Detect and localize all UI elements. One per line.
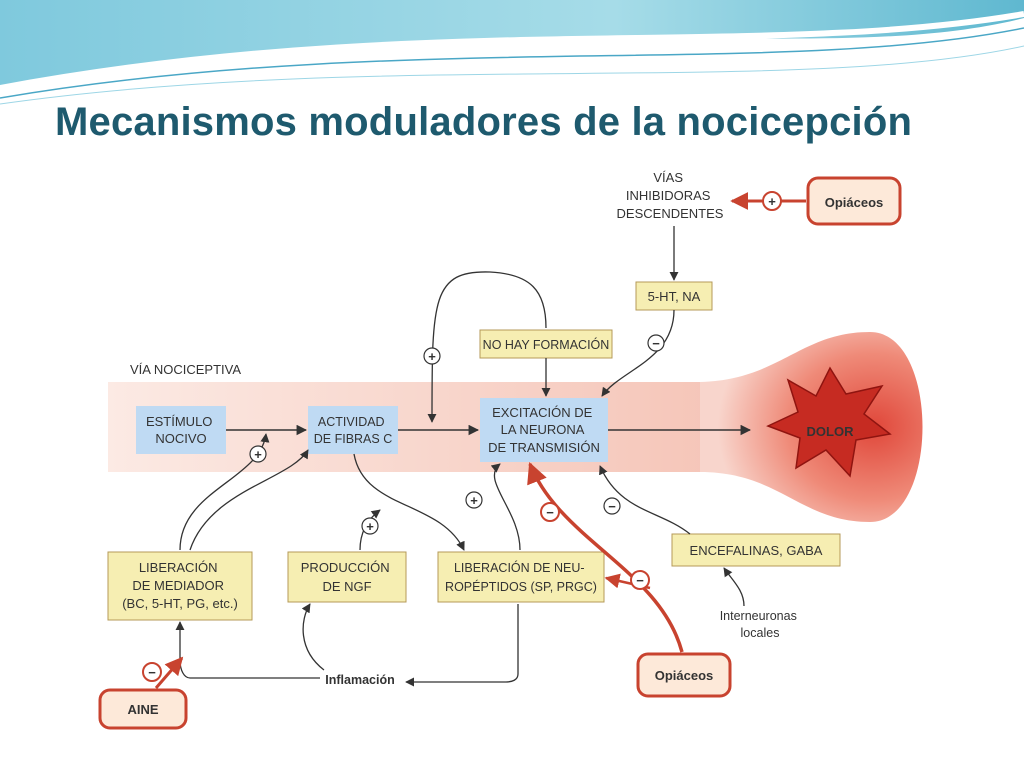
fibers-to-neuropeptides-arrow: [353, 453, 465, 551]
minus-sign-opioids-neuropeptides: −: [630, 570, 650, 590]
nociception-diagram: VÍA NOCICEPTIVA DOLOR ESTÍMULO NOCIVO AC…: [98, 170, 923, 730]
inflammation-label: Inflamación: [325, 673, 394, 687]
svg-text:+: +: [254, 447, 262, 462]
svg-text:+: +: [366, 519, 374, 534]
opioids-bottom-box: [636, 652, 732, 698]
c-fiber-activity-box: [308, 406, 398, 454]
minus-sign-enkephalins: −: [603, 497, 621, 515]
plus-sign-ngf: +: [361, 517, 379, 535]
neuropeptide-release-box: [437, 551, 605, 603]
svg-text:+: +: [428, 349, 436, 364]
svg-text:−: −: [148, 665, 156, 680]
c-fiber-activity-label: ACTIVIDAD DE FIBRAS C: [314, 415, 393, 446]
nsaid-arrow: [154, 656, 184, 689]
mediator-release-label: LIBERACIÓN DE MEDIADOR (BC, 5-HT, PG, et…: [122, 560, 238, 611]
plus-sign-opioids-top: +: [762, 191, 782, 211]
noxious-stimulus-label: ESTÍMULO NOCIVO: [146, 414, 216, 446]
local-interneurons-label: Interneuronas locales: [720, 609, 801, 640]
opioids-to-neuron-arrow: [527, 462, 684, 653]
plus-sign-mediator: +: [249, 445, 267, 463]
svg-text:−: −: [652, 336, 660, 351]
neuropeptide-release-label: LIBERACIÓN DE NEU- ROPÉPTIDOS (SP, PRGC): [445, 560, 597, 594]
noxious-stimulus-box: [136, 406, 226, 454]
nsaid-label: AINE: [127, 702, 158, 717]
interneurons-to-enkephalins-arrow: [723, 567, 745, 607]
svg-text:−: −: [546, 505, 554, 520]
plus-sign-loop: +: [423, 347, 441, 365]
minus-sign-opioids-neuron: −: [540, 502, 560, 522]
mediator-release-box: [107, 551, 253, 621]
pathway-label: VÍA NOCICEPTIVA: [130, 362, 241, 377]
nsaid-box: [98, 688, 188, 730]
inflammation-to-mediator-arrow: [175, 621, 320, 679]
header-wave-decoration: [0, 0, 1024, 105]
minus-sign-descending: −: [647, 334, 665, 352]
neuropeptides-to-inflammation-arrow: [405, 604, 519, 687]
pain-label: DOLOR: [807, 424, 855, 439]
minus-sign-nsaid: −: [142, 662, 162, 682]
svg-text:−: −: [608, 499, 616, 514]
ht-to-neuron-arrow: [601, 309, 675, 397]
no-formation-label: NO HAY FORMACIÓN: [483, 337, 610, 352]
enkephalins-to-neuron-arrow: [599, 465, 691, 535]
ngf-production-box: [287, 551, 407, 603]
neuropeptides-to-neuron-arrow: [490, 463, 521, 551]
serotonin-noradrenaline-label: 5-HT, NA: [648, 289, 701, 304]
no-formation-box: [479, 329, 613, 359]
opioids-top-box: [806, 176, 902, 226]
inflammation-to-ngf-arrow: [301, 603, 325, 671]
plus-sign-neuropeptides: +: [465, 491, 483, 509]
positive-feedback-loop-arrow: [431, 271, 547, 419]
transmission-neuron-label: EXCITACIÓN DE LA NEURONA DE TRANSMISIÓN: [488, 405, 600, 455]
svg-text:+: +: [768, 194, 776, 209]
pain-star-icon: [766, 366, 892, 478]
serotonin-noradrenaline-box: [635, 281, 713, 311]
opioids-top-label: Opiáceos: [825, 195, 884, 210]
svg-text:+: +: [470, 493, 478, 508]
mediator-to-fibers-arrow: [189, 449, 309, 551]
enkephalins-gaba-box: [671, 533, 841, 567]
descending-pathways-label: VÍAS INHIBIDORAS DESCENDENTES: [617, 170, 724, 221]
enkephalins-gaba-label: ENCEFALINAS, GABA: [690, 543, 823, 558]
transmission-neuron-box: [480, 398, 608, 462]
svg-text:−: −: [636, 573, 644, 588]
ngf-production-label: PRODUCCIÓN DE NGF: [301, 560, 393, 594]
slide-title: Mecanismos moduladores de la nocicepción: [55, 100, 913, 144]
opioids-bottom-label: Opiáceos: [655, 668, 714, 683]
